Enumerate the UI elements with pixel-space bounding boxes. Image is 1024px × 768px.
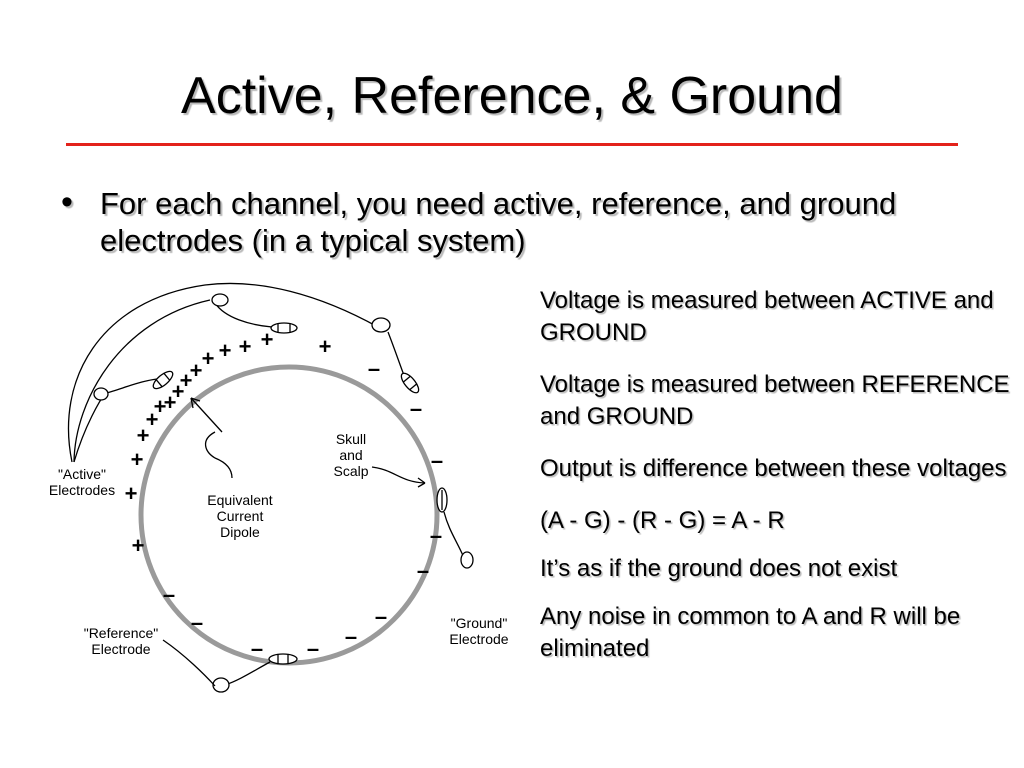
svg-text:+: +	[131, 447, 144, 472]
svg-text:–: –	[410, 396, 422, 421]
dipole-arrow	[190, 397, 233, 479]
svg-text:Electrode: Electrode	[91, 641, 150, 657]
electrode-icons	[93, 293, 420, 401]
svg-text:+: +	[180, 368, 193, 393]
svg-text:+: +	[154, 394, 167, 419]
notes-list: Voltage is measured between ACTIVE and G…	[540, 285, 1010, 685]
svg-text:–: –	[417, 558, 429, 583]
svg-text:Skull: Skull	[336, 431, 366, 447]
svg-text:–: –	[431, 448, 443, 473]
svg-text:–: –	[368, 356, 380, 381]
svg-text:–: –	[430, 523, 442, 548]
svg-text:+: +	[261, 327, 274, 352]
bullet-marker: •	[61, 183, 73, 221]
svg-text:+: +	[132, 533, 145, 558]
main-bullet: For each channel, you need active, refer…	[100, 186, 897, 258]
svg-text:+: +	[164, 390, 177, 415]
active-electrode-wires	[67, 282, 406, 463]
positive-charges: + + + + + + + + + + + + + + +	[125, 327, 332, 558]
svg-text:+: +	[190, 358, 203, 383]
svg-text:+: +	[137, 423, 150, 448]
negative-charges: – – – – – – – – – – –	[163, 356, 443, 661]
svg-text:–: –	[307, 636, 319, 661]
svg-text:Dipole: Dipole	[220, 524, 260, 540]
svg-text:+: +	[202, 346, 215, 371]
note-equation: (A - G) - (R - G) = A - R	[540, 507, 785, 534]
note-noise-eliminated: Any noise in common to A and R will be e…	[540, 603, 961, 662]
svg-text:Electrodes: Electrodes	[49, 482, 115, 498]
svg-text:Current: Current	[217, 508, 264, 524]
note-ground-vanishes: It’s as if the ground does not exist	[540, 555, 898, 582]
svg-text:+: +	[125, 481, 138, 506]
note-output-difference: Output is difference between these volta…	[540, 455, 1007, 482]
svg-text:+: +	[172, 379, 185, 404]
skull-arrow	[371, 466, 426, 488]
svg-text:"Active": "Active"	[58, 466, 106, 482]
slide-title: Active, Reference, & Ground	[181, 67, 843, 125]
skull-scalp-label: Skull and Scalp	[333, 431, 368, 479]
svg-text:+: +	[239, 334, 252, 359]
svg-text:"Reference": "Reference"	[84, 625, 159, 641]
svg-text:–: –	[375, 604, 387, 629]
svg-text:–: –	[191, 610, 203, 635]
svg-text:+: +	[146, 407, 159, 432]
title-divider	[66, 143, 958, 146]
svg-text:"Ground": "Ground"	[451, 615, 508, 631]
svg-text:Equivalent: Equivalent	[207, 492, 272, 508]
ground-electrode-label: "Ground" Electrode	[449, 615, 508, 647]
active-electrodes-label: "Active" Electrodes	[49, 466, 115, 498]
reference-electrode-label: "Reference" Electrode	[84, 625, 159, 657]
svg-text:Scalp: Scalp	[333, 463, 368, 479]
dipole-label: Equivalent Current Dipole	[207, 492, 272, 540]
svg-text:+: +	[219, 338, 232, 363]
svg-text:–: –	[251, 636, 263, 661]
svg-text:+: +	[319, 334, 332, 359]
head-circle	[138, 364, 440, 666]
svg-text:–: –	[345, 624, 357, 649]
ground-electrode	[436, 487, 474, 569]
reference-electrode	[162, 639, 298, 693]
svg-text:Electrode: Electrode	[449, 631, 508, 647]
svg-text:–: –	[163, 582, 175, 607]
note-reference-ground: Voltage is measured between REFERENCE an…	[540, 371, 1010, 430]
svg-text:and: and	[339, 447, 362, 463]
electrode-diagram: + + + + + + + + + + + + + + + – – – – – …	[49, 282, 509, 693]
note-active-ground: Voltage is measured between ACTIVE and G…	[540, 287, 994, 346]
